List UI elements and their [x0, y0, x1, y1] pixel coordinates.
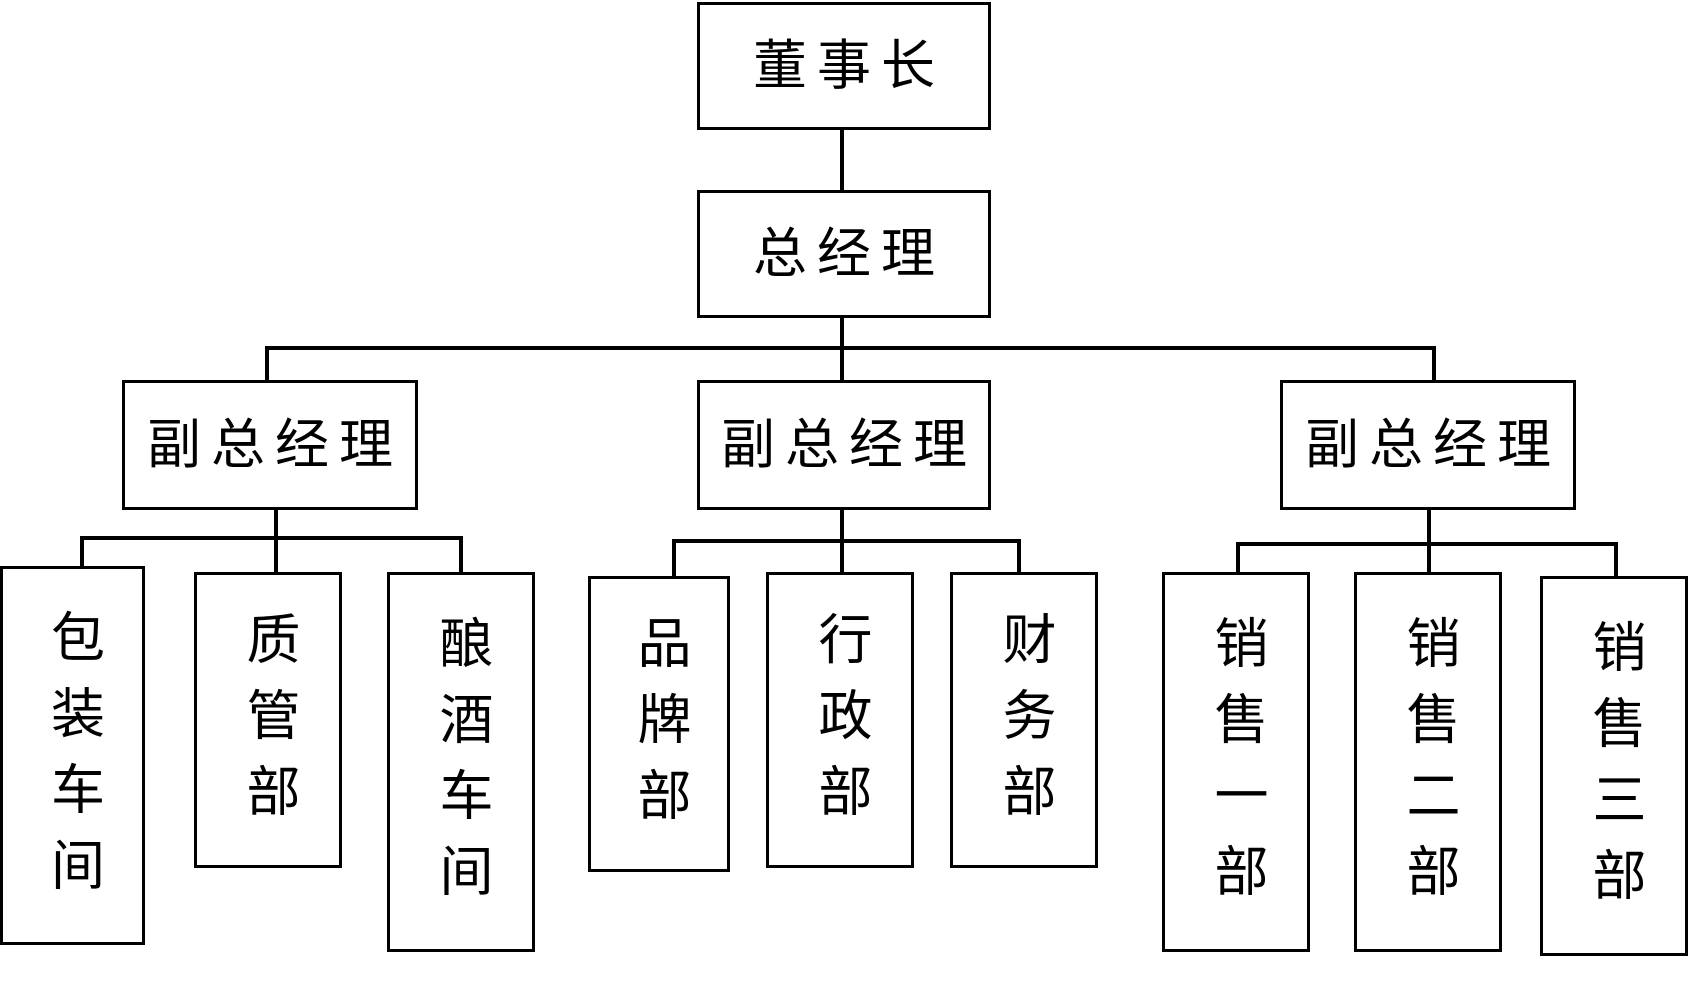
connector-mid-stem	[840, 508, 844, 542]
connector-vp-right-drop	[1432, 346, 1436, 383]
general-manager-label: 总经理	[753, 222, 945, 285]
vp-mid-box: 副总经理	[697, 380, 991, 510]
connector-chairman-gm	[840, 128, 844, 192]
connector-right-drop-2	[1427, 542, 1431, 574]
dept-sales1-box: 销售一部	[1162, 572, 1310, 952]
dept-admin-box: 行政部	[766, 572, 914, 868]
dept-packaging-box: 包装车间	[0, 566, 145, 945]
connector-vp-left-drop	[265, 346, 269, 383]
connector-left-bus	[80, 536, 462, 540]
vp-mid-label: 副总经理	[721, 413, 977, 476]
connector-vp-mid-drop	[840, 346, 844, 383]
connector-mid-drop-3	[1017, 539, 1021, 574]
dept-brand-label: 品牌部	[628, 615, 691, 843]
vp-left-label: 副总经理	[147, 413, 403, 476]
dept-brand-box: 品牌部	[588, 576, 730, 872]
connector-gm-down	[840, 317, 844, 350]
vp-right-box: 副总经理	[1280, 380, 1576, 510]
dept-brewing-box: 酿酒车间	[387, 572, 535, 952]
connector-right-drop-1	[1236, 542, 1240, 574]
dept-sales2-label: 销售二部	[1397, 615, 1460, 919]
dept-finance-label: 财务部	[993, 611, 1056, 839]
vp-left-box: 副总经理	[122, 380, 418, 510]
dept-sales1-label: 销售一部	[1205, 615, 1268, 919]
dept-sales3-label: 销售三部	[1583, 619, 1646, 923]
connector-left-drop-2	[274, 536, 278, 574]
general-manager-box: 总经理	[697, 190, 991, 318]
dept-sales2-box: 销售二部	[1354, 572, 1502, 952]
connector-left-drop-1	[80, 536, 84, 568]
connector-left-drop-3	[459, 536, 463, 574]
connector-right-drop-3	[1614, 542, 1618, 578]
connector-mid-drop-1	[672, 539, 676, 578]
connector-mid-drop-2	[840, 539, 844, 574]
dept-finance-box: 财务部	[950, 572, 1098, 868]
chairman-label: 董事长	[753, 34, 945, 97]
dept-sales3-box: 销售三部	[1540, 576, 1688, 956]
chairman-box: 董事长	[697, 2, 991, 130]
dept-quality-label: 质管部	[237, 611, 300, 839]
dept-brewing-label: 酿酒车间	[430, 615, 493, 919]
connector-mid-bus	[672, 539, 1020, 543]
connector-right-stem	[1427, 508, 1431, 545]
dept-admin-label: 行政部	[809, 611, 872, 839]
connector-vp-bus	[265, 346, 1436, 350]
vp-right-label: 副总经理	[1305, 413, 1561, 476]
dept-quality-box: 质管部	[194, 572, 342, 868]
dept-packaging-label: 包装车间	[41, 608, 105, 913]
connector-left-stem	[274, 508, 278, 539]
